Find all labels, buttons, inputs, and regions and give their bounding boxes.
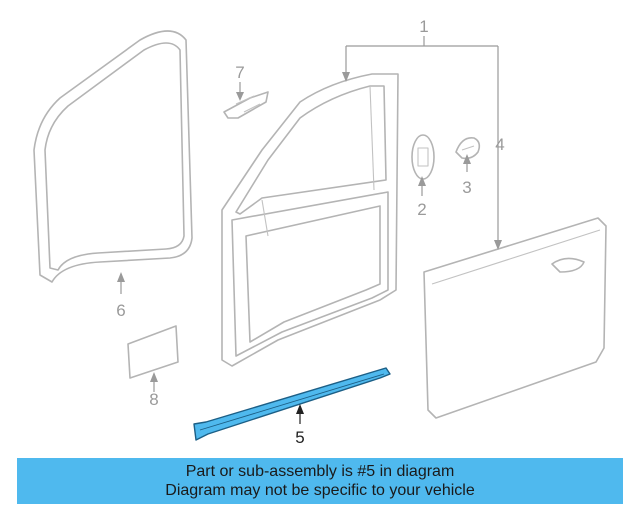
callout-4: 4 bbox=[495, 135, 504, 154]
svg-text:8: 8 bbox=[149, 390, 158, 409]
svg-text:6: 6 bbox=[116, 301, 125, 320]
callout-7: 7 bbox=[235, 63, 245, 101]
parts-diagram: 1 2 3 4 5 6 7 8 bbox=[33, 17, 607, 447]
svg-text:7: 7 bbox=[235, 63, 244, 82]
part-6-weatherstrip[interactable] bbox=[33, 30, 193, 283]
callout-2: 2 bbox=[417, 176, 427, 219]
banner-line-1: Part or sub-assembly is #5 in diagram bbox=[185, 463, 455, 480]
svg-text:1: 1 bbox=[419, 17, 428, 36]
banner-line-2: Diagram may not be specific to your vehi… bbox=[165, 482, 475, 499]
part-5-rocker-moulding[interactable] bbox=[193, 367, 391, 441]
part-7-bracket[interactable] bbox=[223, 91, 269, 119]
part-4-outer-panel[interactable] bbox=[423, 217, 607, 419]
callout-8: 8 bbox=[149, 372, 159, 409]
callout-5: 5 bbox=[295, 404, 305, 447]
svg-text:4: 4 bbox=[495, 135, 504, 154]
info-banner: Part or sub-assembly is #5 in diagram Di… bbox=[17, 458, 623, 504]
svg-text:2: 2 bbox=[417, 200, 426, 219]
callout-1: 1 bbox=[342, 17, 502, 250]
svg-text:5: 5 bbox=[295, 428, 304, 447]
svg-text:3: 3 bbox=[462, 178, 471, 197]
part-2-lock[interactable] bbox=[411, 134, 435, 180]
callout-3: 3 bbox=[462, 154, 472, 197]
part-8-pad[interactable] bbox=[127, 325, 179, 379]
part-door-shell[interactable] bbox=[221, 73, 399, 367]
part-3-plug[interactable] bbox=[455, 136, 481, 160]
callout-6: 6 bbox=[116, 272, 126, 320]
